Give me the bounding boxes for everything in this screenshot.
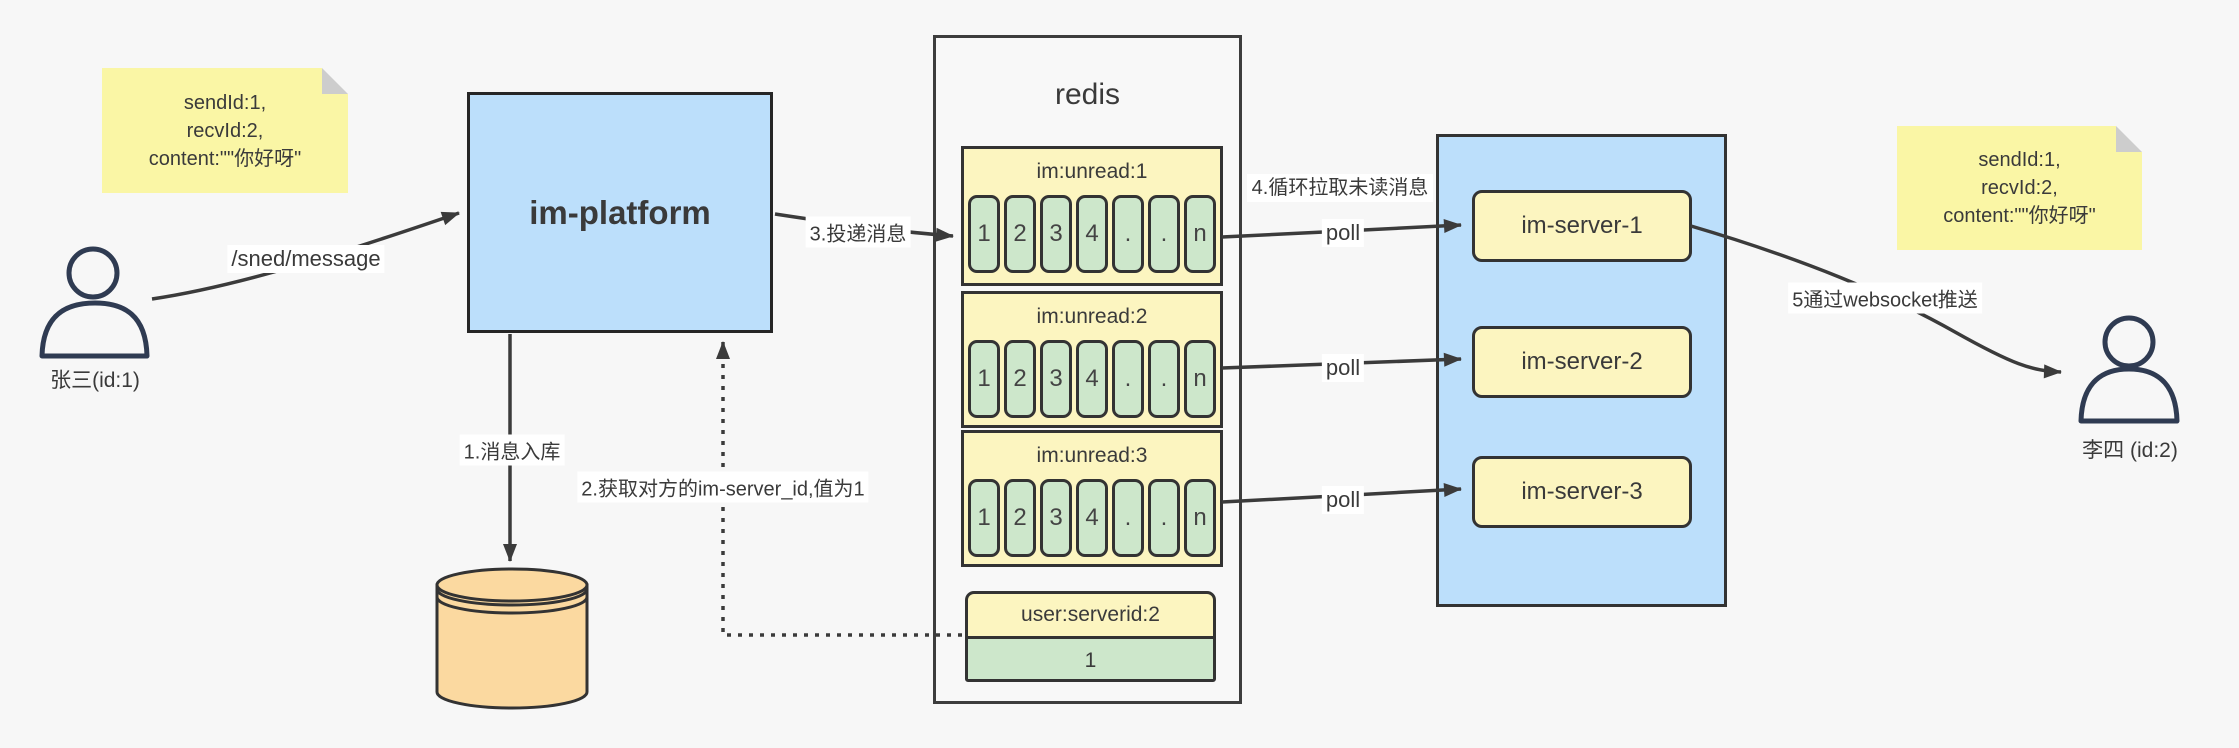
queue-cell: 1 bbox=[968, 340, 1000, 418]
receiver-label: 李四 (id:2) bbox=[2082, 439, 2178, 462]
queue-im-unread-1: im:unread:1 1 2 3 4 . . n bbox=[961, 146, 1223, 286]
im-server-1-box: im-server-1 bbox=[1472, 190, 1692, 262]
queue-cell: 3 bbox=[1040, 195, 1072, 273]
queue-cell: 2 bbox=[1004, 195, 1036, 273]
sticky-note-sender: sendId:1, recvId:2, content:""你好呀" bbox=[102, 68, 348, 193]
queue-cell: 4 bbox=[1076, 340, 1108, 418]
redis-title: redis bbox=[1054, 78, 1121, 111]
im-server-3-box: im-server-3 bbox=[1472, 456, 1692, 528]
label-poll-2: poll bbox=[1321, 354, 1365, 382]
label-step3: 3.投递消息 bbox=[805, 216, 911, 248]
sender-person-icon bbox=[39, 246, 150, 359]
sender-label: 张三(id:1) bbox=[50, 369, 140, 392]
user-serverid-box: user:serverid:2 1 bbox=[965, 591, 1216, 682]
queue-cell: 3 bbox=[1040, 340, 1072, 418]
queue-cell: 1 bbox=[968, 195, 1000, 273]
user-serverid-key: user:serverid:2 bbox=[968, 594, 1213, 639]
sticky-note-receiver-text: sendId:1, recvId:2, content:""你好呀" bbox=[1943, 149, 2096, 227]
queue-cell: 3 bbox=[1040, 479, 1072, 557]
sticky-note-receiver: sendId:1, recvId:2, content:""你好呀" bbox=[1897, 126, 2142, 250]
user-serverid-value: 1 bbox=[968, 639, 1213, 679]
queue-cell: . bbox=[1148, 340, 1180, 418]
queue-cell: n bbox=[1184, 340, 1216, 418]
sticky-note-sender-text: sendId:1, recvId:2, content:""你好呀" bbox=[148, 91, 302, 170]
label-step5: 5通过websocket推送 bbox=[1788, 282, 1982, 314]
label-poll-3: poll bbox=[1321, 486, 1365, 514]
queue-cell: 4 bbox=[1076, 195, 1108, 273]
mysql-label: mysql bbox=[480, 649, 544, 676]
queue-cells: 1 2 3 4 . . n bbox=[968, 195, 1216, 273]
queue-im-unread-3: im:unread:3 1 2 3 4 . . n bbox=[961, 430, 1223, 567]
receiver-person-icon bbox=[2078, 315, 2180, 424]
queue-cell: . bbox=[1112, 340, 1144, 418]
queue-cell: n bbox=[1184, 479, 1216, 557]
im-server-2-box: im-server-2 bbox=[1472, 326, 1692, 398]
queue-cells: 1 2 3 4 . . n bbox=[968, 340, 1216, 418]
label-step4: 4.循环拉取未读消息 bbox=[1247, 174, 1433, 202]
redis-container: redis im:unread:1 1 2 3 4 . . n im:unrea… bbox=[933, 35, 1242, 704]
queue-cell: . bbox=[1112, 479, 1144, 557]
queue-cell: n bbox=[1184, 195, 1216, 273]
queue-cell: . bbox=[1112, 195, 1144, 273]
im-server-cluster: im-server-1 im-server-2 im-server-3 bbox=[1436, 134, 1727, 607]
queue-cell: . bbox=[1148, 479, 1180, 557]
queue-cell: 2 bbox=[1004, 479, 1036, 557]
im-platform-label: im-platform bbox=[529, 193, 711, 231]
queue-title: im:unread:1 bbox=[1036, 160, 1148, 183]
queue-cell: 2 bbox=[1004, 340, 1036, 418]
im-platform-box: im-platform bbox=[467, 92, 773, 333]
mysql-cylinder bbox=[435, 567, 589, 710]
queue-cell: . bbox=[1148, 195, 1180, 273]
queue-cell: 4 bbox=[1076, 479, 1108, 557]
label-poll-1: poll bbox=[1321, 219, 1365, 247]
queue-cells: 1 2 3 4 . . n bbox=[968, 479, 1216, 557]
queue-title: im:unread:3 bbox=[1036, 444, 1148, 467]
label-step1: 1.消息入库 bbox=[459, 434, 565, 466]
label-send-api: /sned/message bbox=[227, 245, 385, 273]
queue-cell: 1 bbox=[968, 479, 1000, 557]
label-step2: 2.获取对方的im-server_id,值为1 bbox=[577, 471, 869, 503]
queue-im-unread-2: im:unread:2 1 2 3 4 . . n bbox=[961, 291, 1223, 428]
queue-title: im:unread:2 bbox=[1036, 305, 1148, 328]
